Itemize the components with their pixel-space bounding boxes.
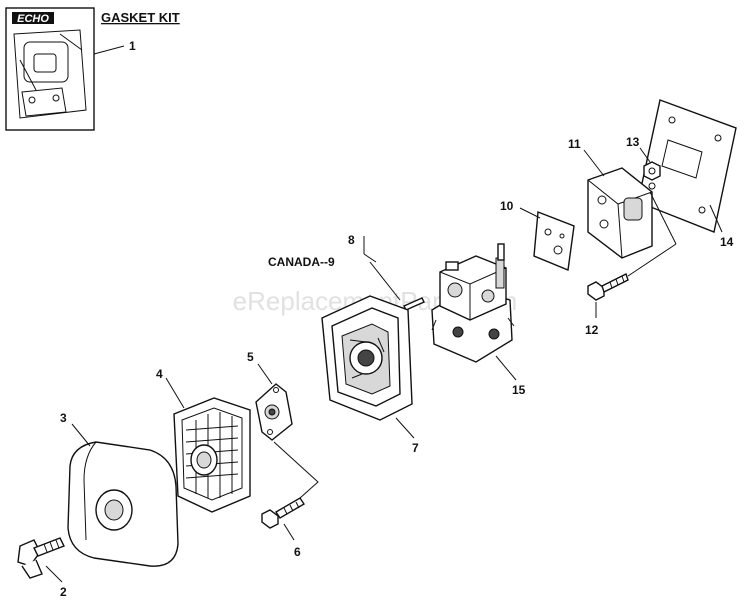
- part-10-gasket[interactable]: [533, 211, 575, 271]
- callout-13[interactable]: 13: [626, 135, 640, 149]
- callout-14[interactable]: 14: [720, 235, 734, 249]
- callout-2[interactable]: 2: [60, 585, 67, 599]
- callout-15[interactable]: 15: [512, 383, 526, 397]
- leader-11: [583, 149, 605, 177]
- leader-12-assembly: [627, 191, 677, 277]
- part-14-gasket[interactable]: [637, 99, 737, 233]
- gasket-kit-title: GASKET KIT: [101, 10, 180, 25]
- echo-logo-text: ECHO: [17, 13, 49, 25]
- part-15-carburetor[interactable]: [431, 243, 515, 363]
- leader-7: [395, 417, 415, 439]
- callout-12[interactable]: 12: [585, 323, 599, 337]
- gasket-kit-box[interactable]: ECHO: [5, 7, 95, 131]
- leader-3: [71, 423, 91, 447]
- leader-4: [165, 377, 185, 409]
- part-13-nut[interactable]: [643, 161, 661, 181]
- leader-6-assembly: [273, 441, 319, 499]
- leader-8-9: [363, 236, 377, 263]
- callout-1[interactable]: 1: [129, 39, 136, 53]
- echo-logo: [12, 12, 54, 24]
- callout-6[interactable]: 6: [294, 545, 301, 559]
- callout-8[interactable]: 8: [348, 233, 355, 247]
- callout-10[interactable]: 10: [500, 199, 514, 213]
- leader-2: [45, 565, 63, 583]
- part-11-insulator[interactable]: [587, 167, 653, 259]
- part-3-air-filter-cover[interactable]: [67, 441, 179, 567]
- part-4-air-filter[interactable]: [173, 397, 251, 513]
- leader-5: [257, 363, 273, 385]
- part-7-air-filter-case[interactable]: [321, 295, 413, 421]
- leader-6: [283, 523, 295, 541]
- callout-9[interactable]: CANADA--9: [268, 255, 335, 269]
- part-6-screw[interactable]: [261, 497, 305, 529]
- part-12-bolt[interactable]: [587, 273, 629, 301]
- part-5-mounting-plate[interactable]: [255, 383, 293, 441]
- callout-4[interactable]: 4: [156, 367, 163, 381]
- gasket-kit-thumbnail: [13, 29, 87, 119]
- leader-14: [709, 204, 723, 233]
- leader-1: [93, 45, 125, 55]
- leader-15: [495, 355, 517, 381]
- callout-3[interactable]: 3: [60, 411, 67, 425]
- callout-11[interactable]: 11: [568, 137, 581, 151]
- leader-13: [639, 147, 651, 163]
- leader-10: [519, 207, 541, 219]
- part-2-wing-nut[interactable]: [17, 537, 65, 579]
- callout-5[interactable]: 5: [247, 350, 254, 364]
- callout-7[interactable]: 7: [412, 441, 419, 455]
